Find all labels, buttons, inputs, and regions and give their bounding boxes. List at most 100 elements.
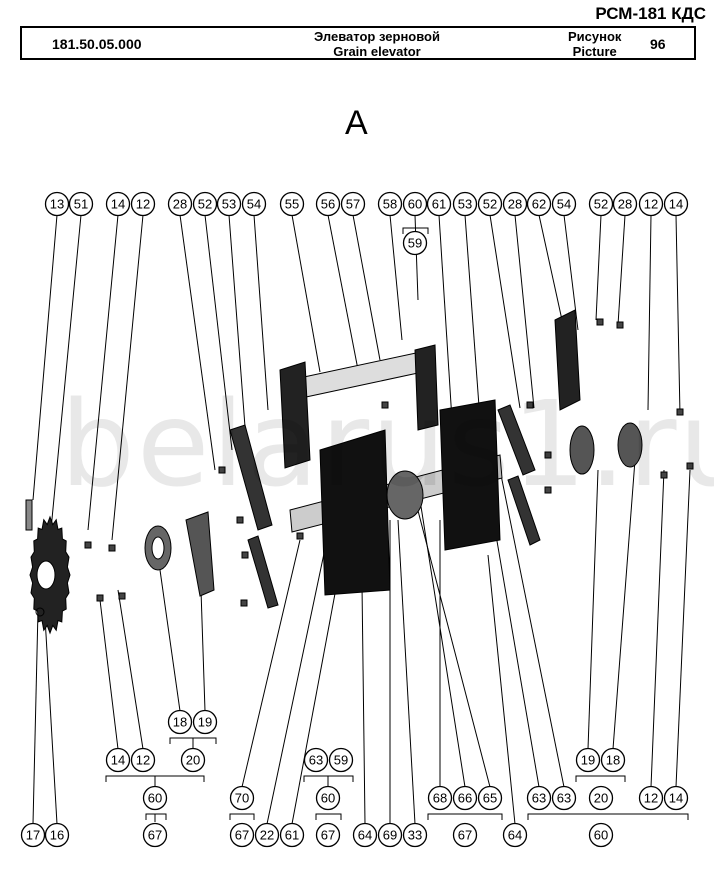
callout-28: 28 — [502, 191, 528, 217]
callout-59: 59 — [328, 747, 354, 773]
callout-circle — [340, 191, 366, 217]
callout-number: 63 — [557, 791, 571, 806]
callout-circle — [526, 191, 552, 217]
fastener — [686, 462, 694, 470]
callout-circle — [638, 191, 664, 217]
callout-number: 66 — [458, 791, 472, 806]
fastener — [544, 451, 552, 459]
callout-circle — [315, 822, 341, 848]
leader-line — [389, 214, 403, 341]
callout-circle — [551, 191, 577, 217]
callout-64: 64 — [502, 822, 528, 848]
callout-circle — [254, 822, 280, 848]
picture-label-ru: Рисунок — [568, 29, 622, 44]
callout-65: 65 — [477, 785, 503, 811]
callout-circle — [452, 191, 478, 217]
callout-number: 18 — [606, 753, 620, 768]
side-plate-right — [439, 399, 501, 551]
callout-62: 62 — [526, 191, 552, 217]
callout-circle — [502, 191, 528, 217]
callout-circle — [588, 191, 614, 217]
callout-12: 12 — [638, 191, 664, 217]
callout-circle — [426, 191, 452, 217]
title-ru: Элеватор зерновой — [314, 29, 440, 44]
callout-60: 60 — [402, 191, 428, 217]
callout-59: 59 — [402, 230, 428, 256]
callout-circle — [303, 747, 329, 773]
callout-circle — [477, 785, 503, 811]
side-plate-left — [319, 429, 391, 596]
callout-12: 12 — [130, 747, 156, 773]
fastener — [96, 594, 104, 602]
callout-number: 14 — [669, 791, 683, 806]
leader-line — [397, 519, 416, 825]
callout-number: 67 — [458, 828, 472, 843]
assembly-title: Элеватор зерновой Grain elevator — [262, 29, 492, 59]
callout-67: 67 — [452, 822, 478, 848]
leader-line — [352, 214, 381, 361]
parts-drawing — [25, 309, 694, 635]
callout-12: 12 — [638, 785, 664, 811]
callout-number: 60 — [408, 197, 422, 212]
group-bracket — [145, 813, 167, 820]
callout-number: 52 — [594, 197, 608, 212]
callout-14: 14 — [663, 191, 689, 217]
fastener — [676, 408, 684, 416]
fastener — [108, 544, 116, 552]
fastener — [526, 401, 534, 409]
callout-number: 28 — [508, 197, 522, 212]
fastener — [296, 532, 304, 540]
callout-52: 52 — [588, 191, 614, 217]
callout-number: 55 — [285, 197, 299, 212]
watermark: belarus1.ru — [60, 375, 714, 513]
callout-16: 16 — [44, 822, 70, 848]
callout-circle — [315, 785, 341, 811]
callout-number: 14 — [111, 753, 125, 768]
callout-number: 58 — [383, 197, 397, 212]
callout-number: 70 — [235, 791, 249, 806]
callout-63: 63 — [526, 785, 552, 811]
callout-number: 19 — [581, 753, 595, 768]
picture-number: 96 — [650, 36, 666, 52]
callout-circle — [402, 191, 428, 217]
guide-strip-2 — [247, 535, 279, 609]
callout-number: 61 — [432, 197, 446, 212]
callout-circle — [167, 709, 193, 735]
callout-circle — [142, 785, 168, 811]
callout-17: 17 — [20, 822, 46, 848]
callout-number: 67 — [148, 828, 162, 843]
callout-number: 64 — [358, 828, 372, 843]
callout-60: 60 — [142, 785, 168, 811]
title-block: 181.50.05.000 Элеватор зерновой Grain el… — [20, 26, 696, 60]
callout-28: 28 — [612, 191, 638, 217]
callout-circle — [192, 709, 218, 735]
callout-number: 22 — [260, 828, 274, 843]
callout-number: 59 — [334, 753, 348, 768]
callout-circle — [105, 747, 131, 773]
callout-13: 13 — [44, 191, 70, 217]
callout-circle — [44, 822, 70, 848]
leader-line — [179, 214, 216, 471]
callout-number: 60 — [321, 791, 335, 806]
fastener — [240, 599, 248, 607]
callout-number: 16 — [50, 828, 64, 843]
leader-line — [612, 459, 636, 750]
callout-63: 63 — [551, 785, 577, 811]
callout-54: 54 — [241, 191, 267, 217]
fastener — [616, 321, 624, 329]
sprocket — [25, 499, 71, 635]
bearing-right — [569, 425, 595, 475]
callout-circle — [526, 785, 552, 811]
model-label: РСМ-181 КДС — [595, 4, 706, 23]
callout-57: 57 — [340, 191, 366, 217]
group-bracket — [527, 813, 689, 820]
callout-number: 65 — [483, 791, 497, 806]
callout-14: 14 — [105, 747, 131, 773]
callout-circle — [452, 822, 478, 848]
callout-number: 68 — [433, 791, 447, 806]
fastener — [596, 318, 604, 326]
callout-number: 57 — [346, 197, 360, 212]
callout-number: 28 — [618, 197, 632, 212]
